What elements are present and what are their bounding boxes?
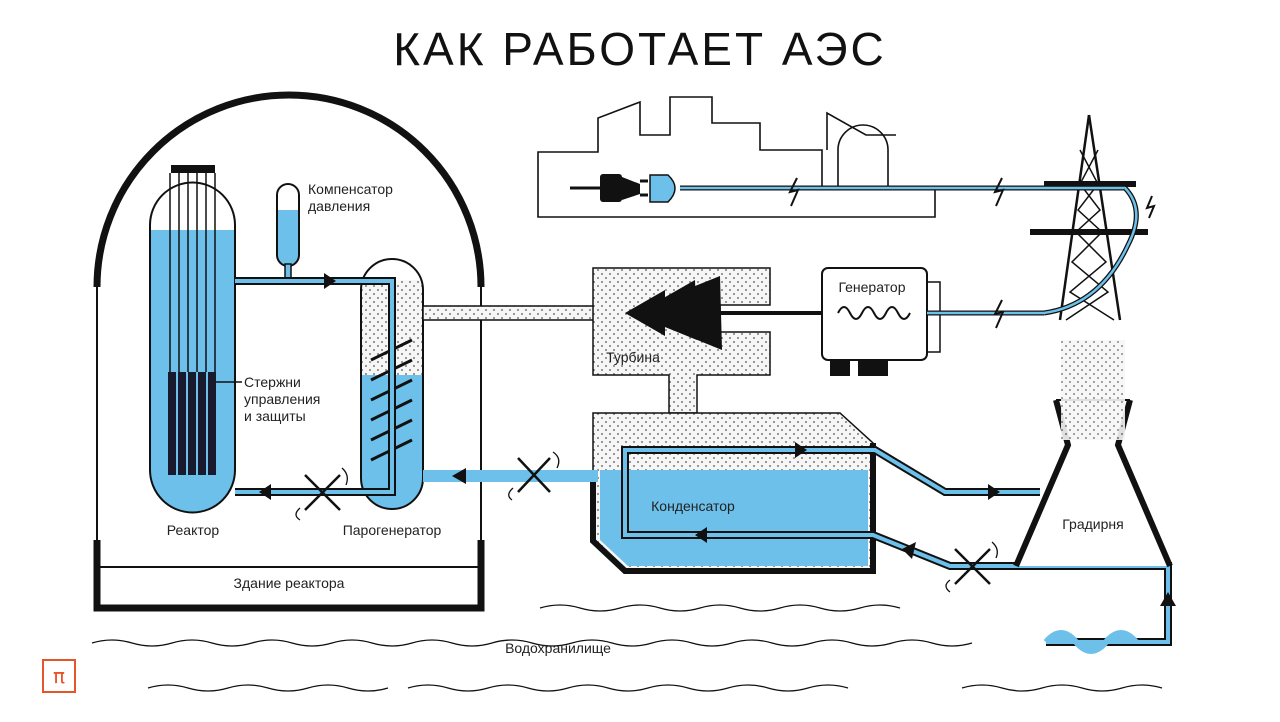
lightning-icon: [788, 177, 1156, 329]
reservoir-waves: [91, 604, 1163, 692]
pressurizer: [276, 183, 300, 279]
label-cooling-tower: Градирня: [1062, 516, 1123, 532]
label-steam-generator: Парогенератор: [343, 522, 442, 538]
reactor-vessel: [149, 165, 242, 514]
label-reactor-building: Здание реактора: [234, 575, 345, 591]
brand-logo: π: [42, 659, 76, 693]
label-turbine: Турбина: [606, 349, 660, 365]
condenser: [590, 412, 876, 574]
label-reactor: Реактор: [167, 522, 220, 538]
primary-pump: [295, 467, 348, 521]
plug-icon: [570, 174, 648, 202]
page-title: КАК РАБОТАЕТ АЭС: [393, 23, 887, 75]
turbine-housing: [592, 267, 822, 414]
cooling-tower: [1013, 340, 1173, 568]
cooling-pump: [945, 541, 998, 593]
power-line: [570, 174, 1156, 329]
label-generator: Генератор: [838, 279, 905, 295]
label-condenser: Конденсатор: [651, 498, 735, 514]
feedwater-line: [423, 451, 598, 501]
transmission-tower: [1030, 114, 1148, 321]
feed-pump: [508, 451, 560, 501]
steam-line: [422, 305, 599, 321]
label-reservoir: Водохранилище: [505, 640, 611, 656]
primary-loop: [235, 273, 396, 521]
socket-icon: [649, 174, 676, 203]
control-rods: [168, 173, 216, 475]
generator: [821, 267, 941, 376]
reactor-building: [93, 91, 485, 612]
city-silhouette: [537, 96, 936, 218]
